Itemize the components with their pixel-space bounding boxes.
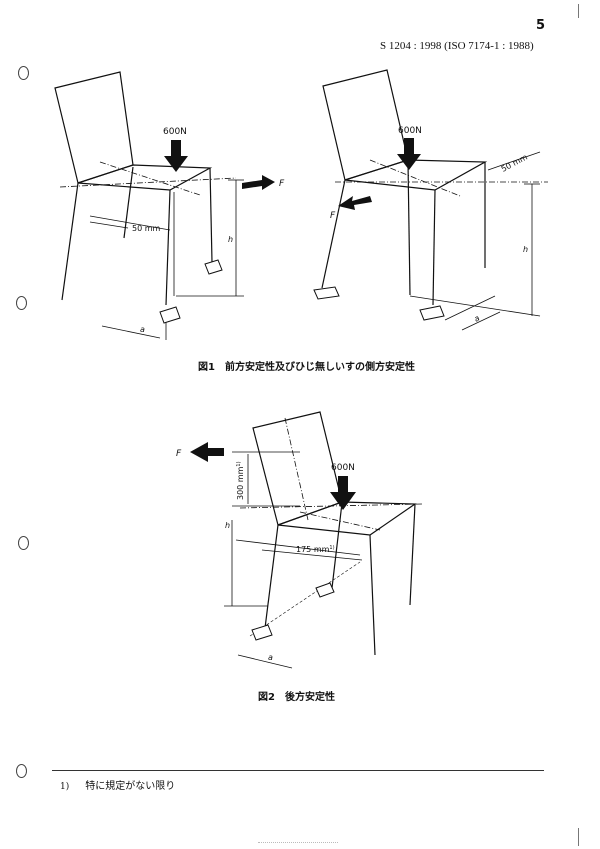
figure2-caption: 図2 後方安定性 (258, 692, 335, 703)
figure1-left-offset-label: 50 mm (132, 224, 161, 233)
footnote-text: 特に規定がない限り (85, 781, 176, 792)
figure2-seat-offset-label: 175 mm1) (296, 545, 335, 554)
figure1-left-force-arrow (242, 175, 275, 190)
figure2-force-arrow (190, 442, 224, 462)
edge-mark (578, 4, 579, 18)
figure1-right-offset-label: 50 mm (500, 152, 529, 173)
standard-reference: S 1204 : 1998 (ISO 7174-1 : 1988) (380, 40, 534, 52)
figure1-right-height-label: h (523, 245, 528, 254)
figure1-left-force-label: F (279, 179, 285, 189)
footnote: 1) 特に規定がない限り (60, 777, 175, 792)
figure1-left-load-label: 600N (163, 127, 187, 137)
figure1-left-load-arrow (164, 140, 188, 172)
figure2-height-label: h (225, 521, 230, 530)
figure2-distance-label: a (268, 653, 273, 662)
figure1-right-load-arrow (397, 138, 421, 170)
figure2-back-offset-label: 300 mm1) (236, 461, 245, 500)
edge-mark (578, 828, 579, 846)
figure1-right-load-label: 600N (398, 126, 422, 136)
scan-artifact (258, 842, 338, 843)
figure1-right-blocks (313, 286, 445, 321)
footnote-mark: 1) (60, 782, 70, 792)
figure1-right-force-arrow (338, 196, 372, 210)
figure1-right-chair (321, 69, 548, 331)
figure1-right-force-label: F (330, 211, 336, 221)
figure1-caption: 図1 前方安定性及びひじ無しいすの側方安定性 (198, 362, 415, 373)
figure1-left-blocks (159, 259, 223, 324)
binding-hole-mark (18, 536, 29, 550)
binding-hole-mark (16, 296, 27, 310)
figure1-left-height-label: h (228, 235, 233, 244)
svg-text:300 mm1): 300 mm1) (236, 461, 245, 500)
figure1-right-distance-label: a (473, 313, 482, 323)
figure2-blocks (251, 582, 335, 641)
footnote-divider (52, 770, 544, 771)
figure1-left-distance-label: a (140, 325, 145, 334)
binding-hole-mark (18, 66, 29, 80)
figure2-load-arrow (330, 476, 356, 510)
binding-hole-mark (16, 764, 27, 778)
figure2-load-label: 600N (331, 463, 355, 473)
figure1-left-chair (54, 71, 244, 340)
figure2-force-label: F (176, 449, 182, 459)
page-number: 5 (536, 18, 546, 33)
